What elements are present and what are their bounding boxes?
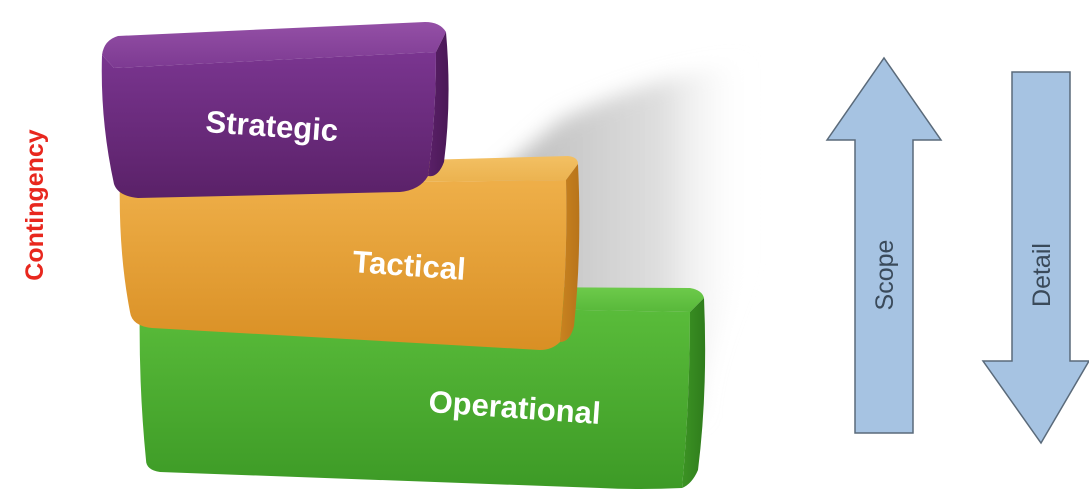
detail-arrow-shape <box>981 71 1089 445</box>
tactical-block-front <box>119 175 567 350</box>
strategic-block: Strategic <box>101 22 449 198</box>
scope-label: Scope <box>871 240 899 311</box>
tactical-block-side <box>560 164 580 342</box>
scope-arrow-shape <box>825 56 943 434</box>
contingency-label: Contingency <box>21 129 49 280</box>
operational-block-side <box>682 298 706 488</box>
tactical-block: Tactical <box>119 156 580 350</box>
scope-arrow: Scope <box>825 56 943 434</box>
strategic-block-front <box>101 52 436 198</box>
tactical-label: Tactical <box>352 244 467 287</box>
detail-arrow: Detail <box>981 71 1089 445</box>
strategic-block-side <box>428 32 449 177</box>
detail-label: Detail <box>1028 243 1056 307</box>
strategic-block-top <box>102 22 446 68</box>
